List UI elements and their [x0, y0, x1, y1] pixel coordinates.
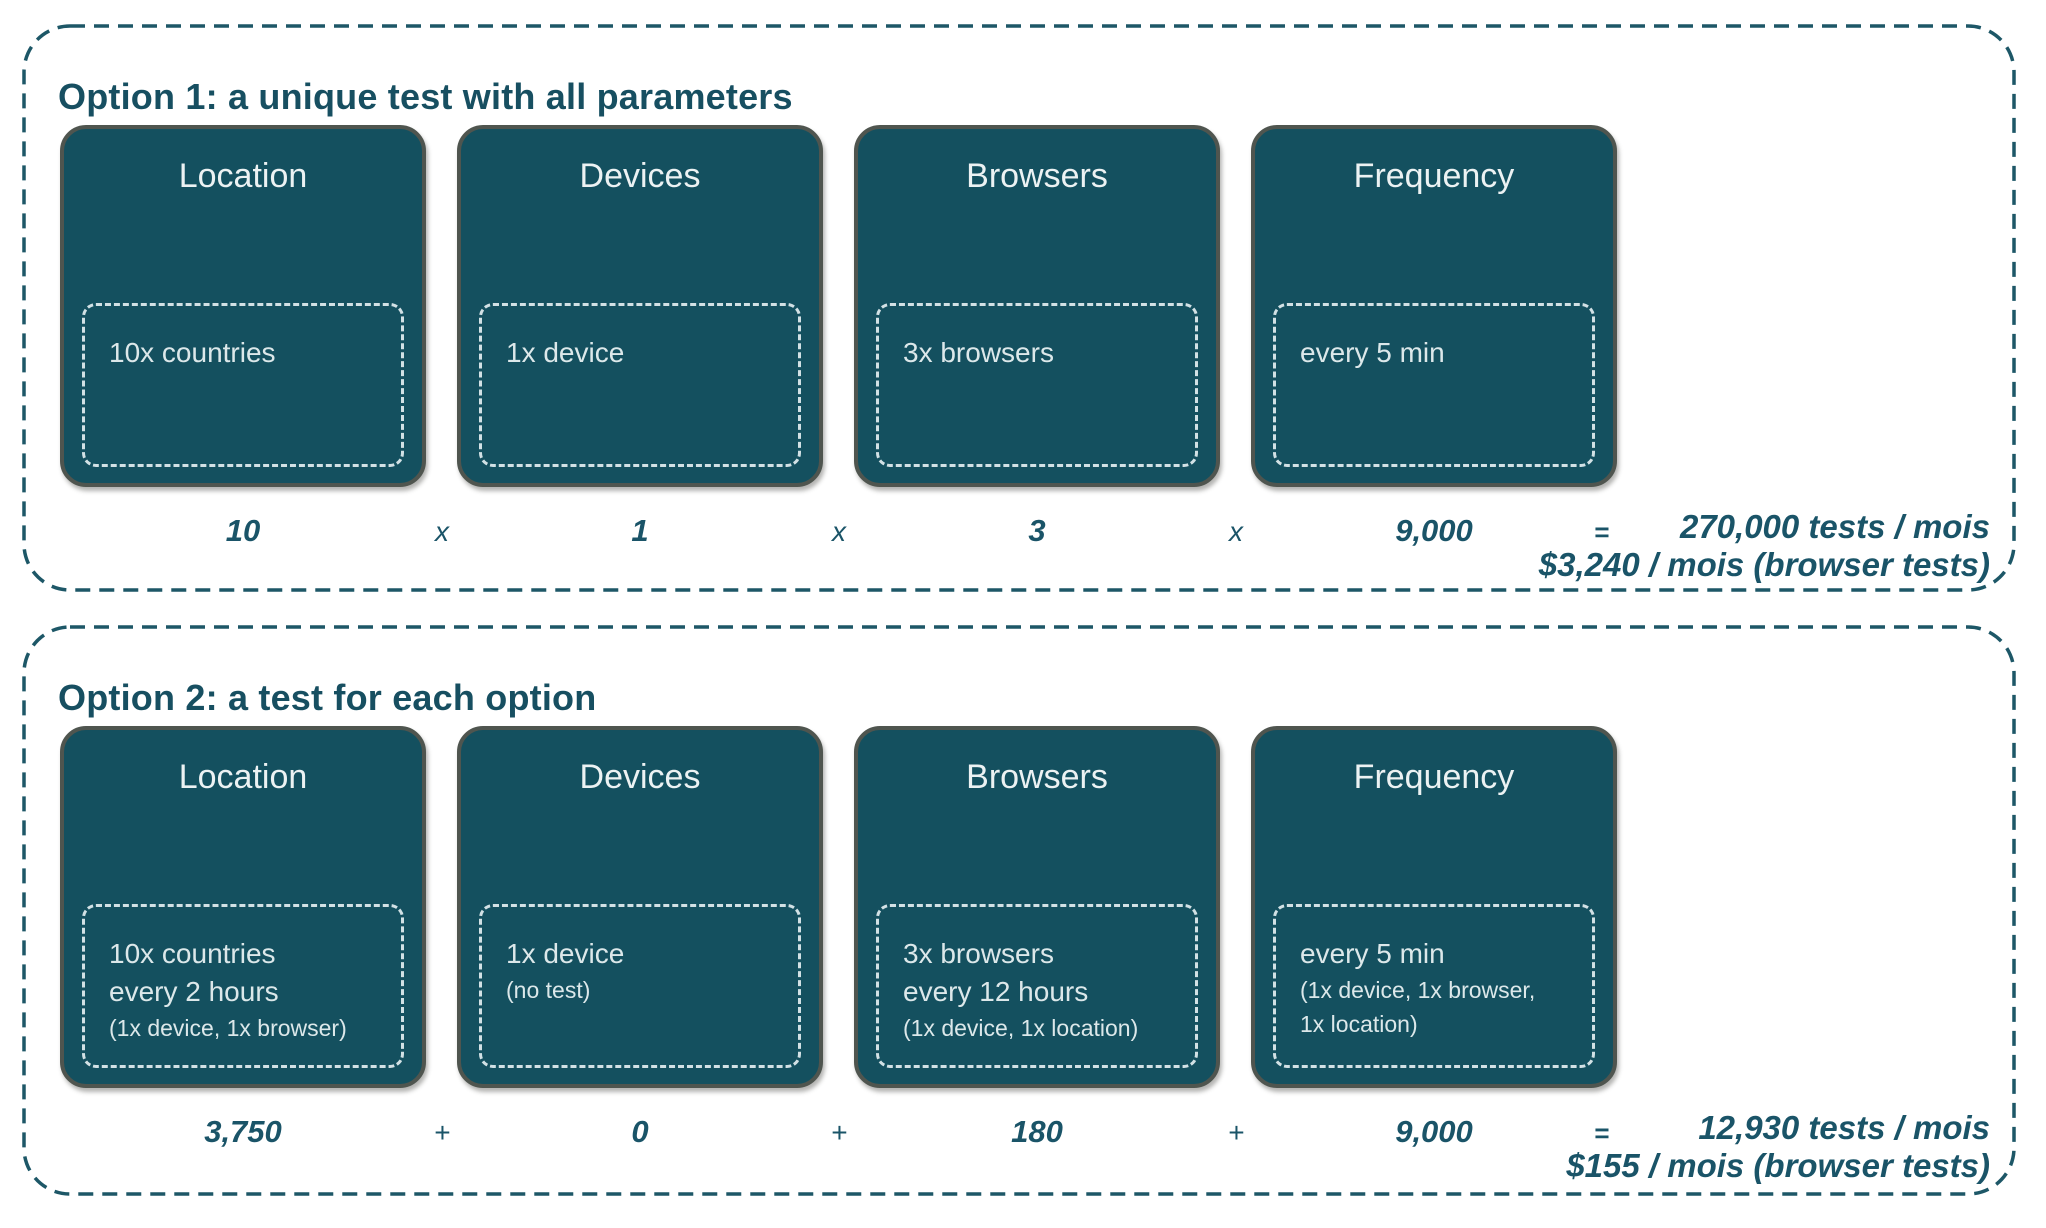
option2-value-browsers: 180 — [1011, 1114, 1063, 1149]
option2-devices-detail-box: 1x device (no test) — [479, 904, 801, 1068]
card-title: Frequency — [1353, 758, 1515, 796]
option1-card-browsers: Browsers 3x browsers — [854, 125, 1220, 487]
option2-card-devices: Devices 1x device (no test) — [457, 726, 823, 1088]
option1-title: Option 1: a unique test with all paramet… — [58, 75, 793, 117]
option2-title: Option 2: a test for each option — [58, 676, 597, 718]
option2-operator: + — [1227, 1117, 1245, 1148]
option2-operator: + — [830, 1117, 848, 1148]
option1-operator: x — [435, 516, 449, 547]
detail-line: 1x device — [506, 938, 625, 969]
option2-operator: + — [433, 1117, 451, 1148]
option2-card-frequency: Frequency every 5 min (1x device, 1x bro… — [1251, 726, 1617, 1088]
option1-card-location: Location 10x countries — [60, 125, 426, 487]
detail-line: 3x browsers — [903, 337, 1054, 368]
detail-line: 1x device — [506, 337, 625, 368]
option2-frequency-detail-box: every 5 min (1x device, 1x browser, 1x l… — [1273, 904, 1595, 1068]
card-title: Browsers — [966, 758, 1108, 796]
option1-cards-row: Location 10x countries Devices 1x device… — [60, 125, 1617, 487]
option2-value-devices: 0 — [631, 1114, 649, 1149]
option1-value-location: 10 — [225, 513, 261, 548]
option2-result-price: $155 / mois (browser tests) — [1566, 1147, 1990, 1184]
card-title: Location — [178, 758, 308, 796]
detail-line: (1x device, 1x browser) — [109, 1015, 347, 1041]
detail-line: (1x device, 1x browser, — [1300, 977, 1536, 1003]
option1-operator: x — [1229, 516, 1243, 547]
option1-value-devices: 1 — [631, 513, 649, 548]
option1-panel: Option 1: a unique test with all paramet… — [22, 24, 2016, 592]
detail-line: (no test) — [506, 977, 591, 1003]
option1-card-frequency: Frequency every 5 min — [1251, 125, 1617, 487]
option2-location-detail-box: 10x countries every 2 hours (1x device, … — [82, 904, 404, 1068]
option1-result-tests: 270,000 tests / mois — [1679, 508, 1990, 545]
option2-card-browsers: Browsers 3x browsers every 12 hours (1x … — [854, 726, 1220, 1088]
option2-browsers-detail-box: 3x browsers every 12 hours (1x device, 1… — [876, 904, 1198, 1068]
card-title: Devices — [579, 157, 701, 195]
option2-result-tests: 12,930 tests / mois — [1698, 1109, 1990, 1146]
detail-line: every 2 hours — [109, 976, 279, 1007]
option2-value-location: 3,750 — [204, 1114, 282, 1149]
detail-line: every 12 hours — [903, 976, 1089, 1007]
option2-cards-row: Location 10x countries every 2 hours (1x… — [60, 726, 1617, 1088]
card-title: Browsers — [966, 157, 1108, 195]
card-title: Devices — [579, 758, 701, 796]
detail-line: 1x location) — [1300, 1011, 1418, 1037]
option1-result: 270,000 tests / mois $3,240 / mois (brow… — [1539, 508, 1990, 584]
option1-browsers-detail-box: 3x browsers — [876, 303, 1198, 467]
option2-panel: Option 2: a test for each option Locatio… — [22, 625, 2016, 1196]
option1-value-browsers: 3 — [1028, 513, 1046, 548]
option1-card-devices: Devices 1x device — [457, 125, 823, 487]
detail-line: 3x browsers — [903, 938, 1054, 969]
option2-result: 12,930 tests / mois $155 / mois (browser… — [1566, 1109, 1990, 1185]
detail-line: 10x countries — [109, 938, 276, 969]
option1-operator: x — [832, 516, 846, 547]
option2-card-location: Location 10x countries every 2 hours (1x… — [60, 726, 426, 1088]
option1-value-frequency: 9,000 — [1395, 513, 1473, 548]
option2-equals-sign: = — [1594, 1118, 1610, 1148]
detail-line: 10x countries — [109, 337, 276, 368]
card-title: Location — [178, 157, 308, 195]
option2-value-frequency: 9,000 — [1395, 1114, 1473, 1149]
detail-line: (1x device, 1x location) — [903, 1015, 1139, 1041]
card-title: Frequency — [1353, 157, 1515, 195]
option1-location-detail-box: 10x countries — [82, 303, 404, 467]
detail-line: every 5 min — [1300, 938, 1445, 969]
detail-line: every 5 min — [1300, 337, 1445, 368]
option1-frequency-detail-box: every 5 min — [1273, 303, 1595, 467]
option1-equals-sign: = — [1594, 517, 1610, 547]
option1-result-price: $3,240 / mois (browser tests) — [1538, 546, 1990, 583]
option1-devices-detail-box: 1x device — [479, 303, 801, 467]
